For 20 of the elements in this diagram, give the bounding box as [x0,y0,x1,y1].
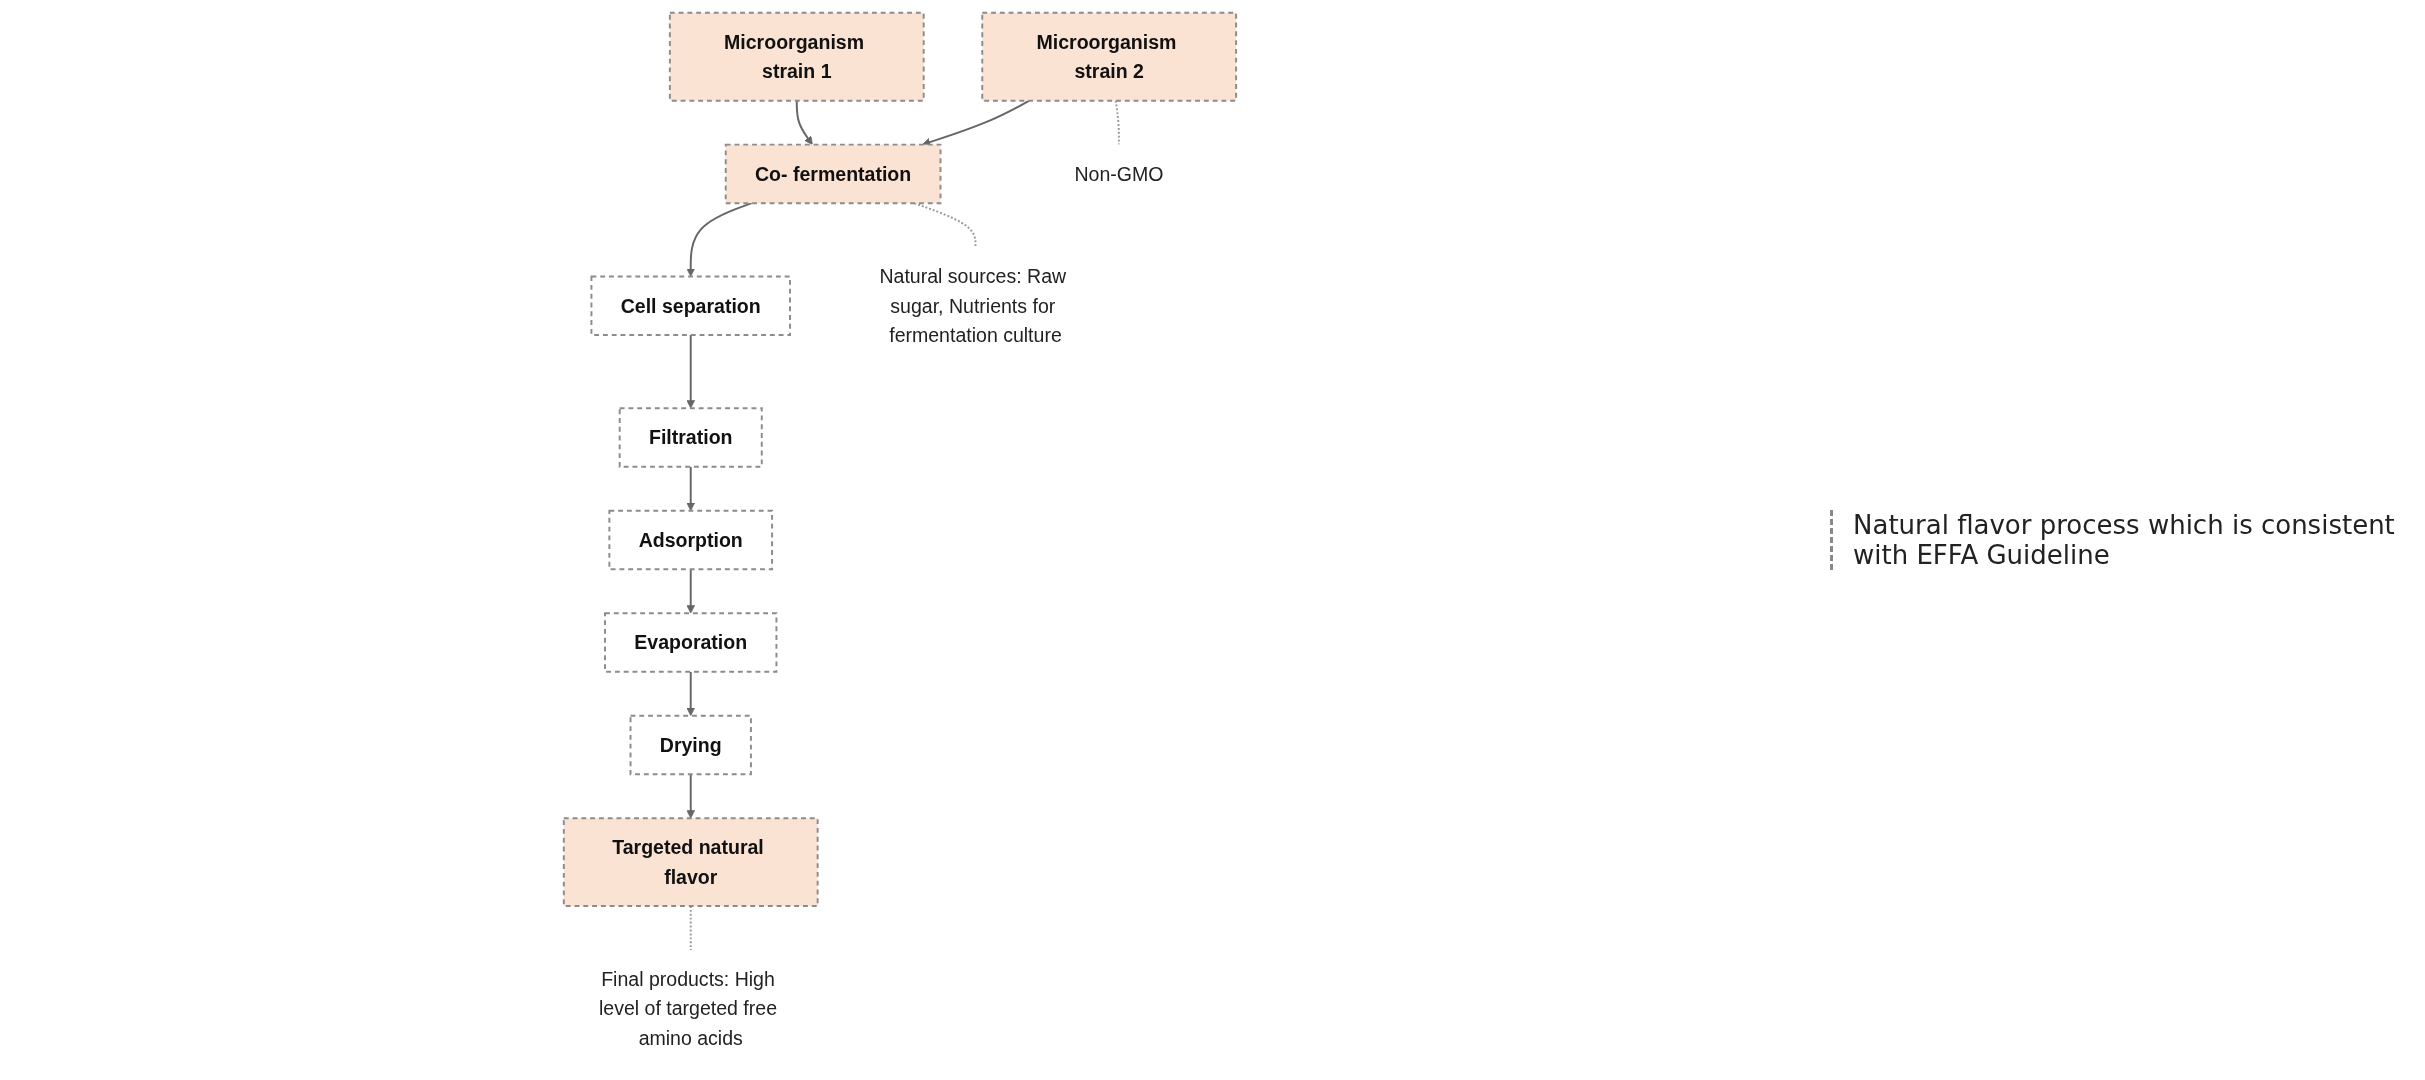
arrow [686,670,696,717]
arrow [686,334,696,409]
node-box: Evaporation [604,612,778,673]
node-box: Co- fermentation [724,143,942,205]
node-box: Adsorption [608,509,774,571]
node-box: Microorganism strain 2 [981,11,1238,102]
node-text: Natural sources: Raw sugar, Nutrients for fermentation culture [879,265,1067,346]
arrow [686,465,696,512]
note-text: Natural flavor process which is consistent with EFFA Guideline [1830,510,2395,570]
node-box: Filtration [618,407,763,468]
arrow [686,773,696,819]
connector [1114,99,1120,146]
node-text: Final products: High level of targeted free amino acids [599,968,778,1049]
node-box: Drying [629,714,752,776]
arrow [795,99,813,145]
node-box: Targeted natural flavor [562,817,819,908]
node-text: Non-GMO [1074,163,1164,185]
node-box: Microorganism strain 1 [668,11,925,102]
arrow [686,568,696,614]
node-box: Cell separation [590,275,792,336]
